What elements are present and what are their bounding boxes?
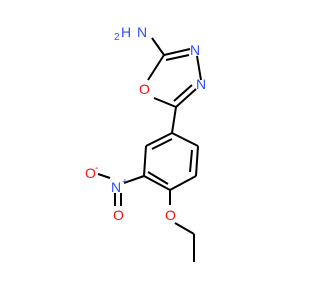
amine-nitrogen-label: N <box>137 24 147 40</box>
nitro-oxygen-minus-label: O <box>85 165 96 181</box>
bond-b6-b1 <box>145 132 173 147</box>
bond-c5-aryl <box>171 106 177 134</box>
bond-b2-b3 <box>195 145 199 177</box>
bond-b5-nitro-n <box>123 175 145 184</box>
ring-n4-label: N <box>196 76 206 92</box>
bond-amine-c2 <box>151 37 165 56</box>
nitro-oxygen-label: O <box>113 207 124 223</box>
bond-b6-b1-inner <box>151 138 173 150</box>
bond-b5-b6 <box>143 145 147 177</box>
bond-b3-b4 <box>169 175 197 191</box>
bond-n4-c5-double <box>173 84 193 102</box>
atom-labels: 2 H N N N O N + O - O O <box>85 24 206 223</box>
bond-c5-o1 <box>153 97 177 108</box>
nitro-nitrogen-charge: + <box>122 177 128 188</box>
bond-ether-o-ch2 <box>174 222 195 235</box>
bonds <box>97 37 202 262</box>
amine-h-count: 2 <box>114 32 120 43</box>
molecule-structure: 2 H N N N O N + O - O O <box>85 24 206 262</box>
ring-n3-label: N <box>190 42 200 58</box>
bond-b1-b2 <box>171 132 199 147</box>
ring-o1-label: O <box>139 81 150 97</box>
nitro-oxygen-minus-charge: - <box>95 163 98 174</box>
bond-b4-b5-inner <box>147 171 169 185</box>
bond-b4-b5 <box>143 175 171 191</box>
bond-c2-n3-double <box>165 54 190 61</box>
bond-n4-c5 <box>175 88 197 108</box>
bond-c2-n3 <box>163 48 191 56</box>
bond-o1-c2 <box>147 54 165 81</box>
bond-nitro-n-o-minus <box>97 173 111 179</box>
nitro-nitrogen-label: N <box>111 179 121 195</box>
ether-oxygen-label: O <box>165 207 176 223</box>
bond-b2-b3-inner <box>189 149 193 173</box>
structure-canvas: 2 H N N N O N + O - O O <box>85 24 206 262</box>
amine-h-label: H <box>121 24 131 40</box>
bond-n3-n4 <box>196 55 202 81</box>
